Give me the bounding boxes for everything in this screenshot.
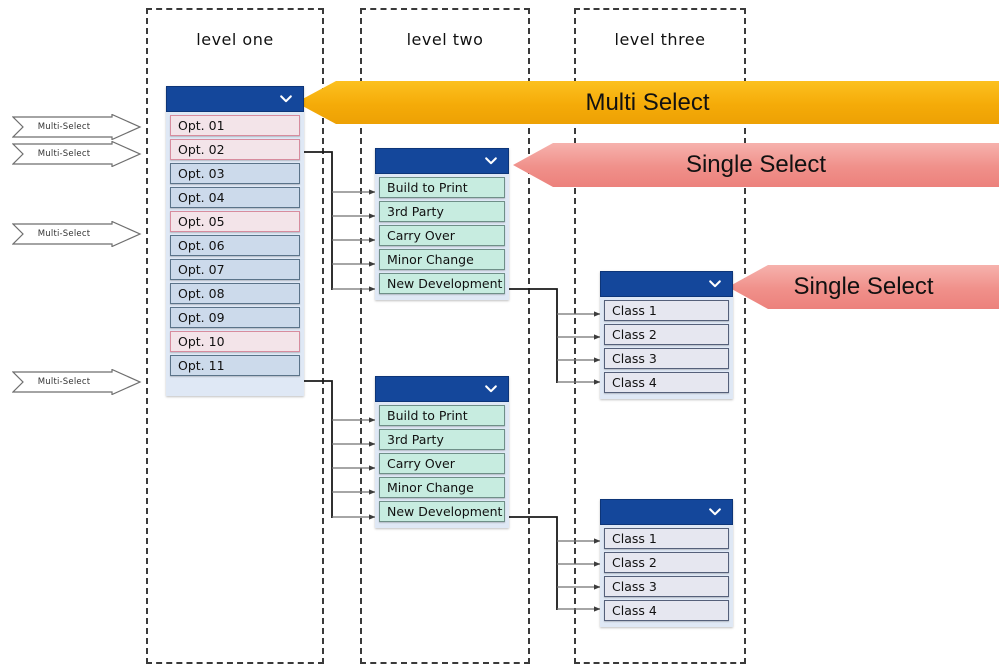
option-label: Build to Print bbox=[387, 180, 468, 195]
ribbon-multi-select-opt-02: Multi-Select bbox=[12, 141, 142, 167]
level-one-option-5[interactable]: Opt. 05 bbox=[170, 211, 300, 232]
level-three-upper-header[interactable] bbox=[600, 271, 733, 297]
option-label: Opt. 08 bbox=[178, 286, 225, 301]
chevron-down-icon bbox=[709, 508, 721, 516]
level-three-lower-option-1[interactable]: Class 1 bbox=[604, 528, 729, 549]
level-two-lower-header[interactable] bbox=[375, 376, 509, 402]
option-label: New Development bbox=[387, 276, 503, 291]
option-label: Opt. 01 bbox=[178, 118, 225, 133]
level-one-dropdown-footer bbox=[166, 379, 304, 393]
level-two-lower-option-2[interactable]: 3rd Party bbox=[379, 429, 505, 450]
option-label: New Development bbox=[387, 504, 503, 519]
option-label: Minor Change bbox=[387, 480, 474, 495]
level-two-upper-option-5[interactable]: New Development bbox=[379, 273, 505, 294]
option-label: Class 3 bbox=[612, 579, 657, 594]
column-title-level-two: level two bbox=[406, 30, 484, 49]
level-three-dropdown-lower[interactable]: Class 1 Class 2 Class 3 Class 4 bbox=[600, 499, 733, 627]
level-one-option-10[interactable]: Opt. 10 bbox=[170, 331, 300, 352]
level-three-upper-option-2[interactable]: Class 2 bbox=[604, 324, 729, 345]
option-label: Opt. 07 bbox=[178, 262, 225, 277]
ribbon-multi-select-opt-05: Multi-Select bbox=[12, 221, 142, 247]
level-one-option-4[interactable]: Opt. 04 bbox=[170, 187, 300, 208]
level-one-dropdown[interactable]: Opt. 01 Opt. 02 Opt. 03 Opt. 04 Opt. 05 Opt. … bbox=[166, 86, 304, 396]
column-title-level-one: level one bbox=[196, 30, 274, 49]
option-label: Class 4 bbox=[612, 375, 657, 390]
level-three-upper-option-3[interactable]: Class 3 bbox=[604, 348, 729, 369]
option-label: Class 2 bbox=[612, 555, 657, 570]
banner-multi-select-level-one: Multi Select bbox=[296, 81, 999, 124]
chevron-down-icon bbox=[485, 385, 497, 393]
chevron-down-icon bbox=[280, 95, 292, 103]
level-two-upper-header[interactable] bbox=[375, 148, 509, 174]
ribbon-multi-select-opt-01: Multi-Select bbox=[12, 114, 142, 140]
level-one-options-list: Opt. 01 Opt. 02 Opt. 03 Opt. 04 Opt. 05 Opt. … bbox=[166, 112, 304, 376]
chevron-down-icon bbox=[485, 157, 497, 165]
level-three-upper-option-4[interactable]: Class 4 bbox=[604, 372, 729, 393]
level-one-option-11[interactable]: Opt. 11 bbox=[170, 355, 300, 376]
ribbon-multi-select-opt-10: Multi-Select bbox=[12, 369, 142, 395]
banner-single-select-level-two: Single Select bbox=[513, 143, 999, 187]
level-two-lower-option-5[interactable]: New Development bbox=[379, 501, 505, 522]
level-one-option-6[interactable]: Opt. 06 bbox=[170, 235, 300, 256]
option-label: Class 3 bbox=[612, 351, 657, 366]
level-two-upper-option-1[interactable]: Build to Print bbox=[379, 177, 505, 198]
option-label: Carry Over bbox=[387, 456, 455, 471]
option-label: Opt. 09 bbox=[178, 310, 225, 325]
level-two-lower-option-4[interactable]: Minor Change bbox=[379, 477, 505, 498]
level-two-upper-option-4[interactable]: Minor Change bbox=[379, 249, 505, 270]
option-label: Opt. 04 bbox=[178, 190, 225, 205]
level-three-dropdown-upper[interactable]: Class 1 Class 2 Class 3 Class 4 bbox=[600, 271, 733, 399]
level-one-option-3[interactable]: Opt. 03 bbox=[170, 163, 300, 184]
level-one-option-1[interactable]: Opt. 01 bbox=[170, 115, 300, 136]
level-one-option-9[interactable]: Opt. 09 bbox=[170, 307, 300, 328]
level-two-upper-option-2[interactable]: 3rd Party bbox=[379, 201, 505, 222]
option-label: Opt. 06 bbox=[178, 238, 225, 253]
option-label: Class 4 bbox=[612, 603, 657, 618]
level-three-lower-option-4[interactable]: Class 4 bbox=[604, 600, 729, 621]
column-level-three: level three bbox=[574, 8, 746, 664]
option-label: Opt. 02 bbox=[178, 142, 225, 157]
ribbon-label: Multi-Select bbox=[37, 149, 91, 159]
option-label: Carry Over bbox=[387, 228, 455, 243]
ribbon-label: Multi-Select bbox=[37, 229, 91, 239]
column-title-level-three: level three bbox=[614, 30, 706, 49]
level-one-option-8[interactable]: Opt. 08 bbox=[170, 283, 300, 304]
option-label: Opt. 11 bbox=[178, 358, 225, 373]
ribbon-label: Multi-Select bbox=[37, 122, 91, 132]
level-three-upper-option-1[interactable]: Class 1 bbox=[604, 300, 729, 321]
option-label: Minor Change bbox=[387, 252, 474, 267]
option-label: 3rd Party bbox=[387, 432, 444, 447]
option-label: Class 1 bbox=[612, 303, 657, 318]
level-two-lower-option-3[interactable]: Carry Over bbox=[379, 453, 505, 474]
level-three-lower-option-3[interactable]: Class 3 bbox=[604, 576, 729, 597]
option-label: Opt. 05 bbox=[178, 214, 225, 229]
option-label: 3rd Party bbox=[387, 204, 444, 219]
level-three-lower-options-list: Class 1 Class 2 Class 3 Class 4 bbox=[600, 525, 733, 621]
banner-label: Single Select bbox=[793, 273, 934, 300]
option-label: Opt. 10 bbox=[178, 334, 225, 349]
banner-label: Multi Select bbox=[585, 88, 710, 116]
level-one-dropdown-header[interactable] bbox=[166, 86, 304, 112]
level-one-option-7[interactable]: Opt. 07 bbox=[170, 259, 300, 280]
level-three-lower-header[interactable] bbox=[600, 499, 733, 525]
column-level-one: level one bbox=[146, 8, 324, 664]
level-two-lower-option-1[interactable]: Build to Print bbox=[379, 405, 505, 426]
option-label: Class 1 bbox=[612, 531, 657, 546]
option-label: Class 2 bbox=[612, 327, 657, 342]
banner-label: Single Select bbox=[685, 151, 827, 178]
level-three-lower-option-2[interactable]: Class 2 bbox=[604, 552, 729, 573]
level-three-upper-options-list: Class 1 Class 2 Class 3 Class 4 bbox=[600, 297, 733, 393]
banner-single-select-level-three: Single Select bbox=[728, 265, 999, 309]
option-label: Opt. 03 bbox=[178, 166, 225, 181]
level-two-upper-option-3[interactable]: Carry Over bbox=[379, 225, 505, 246]
chevron-down-icon bbox=[709, 280, 721, 288]
ribbon-label: Multi-Select bbox=[37, 377, 91, 387]
level-one-option-2[interactable]: Opt. 02 bbox=[170, 139, 300, 160]
option-label: Build to Print bbox=[387, 408, 468, 423]
